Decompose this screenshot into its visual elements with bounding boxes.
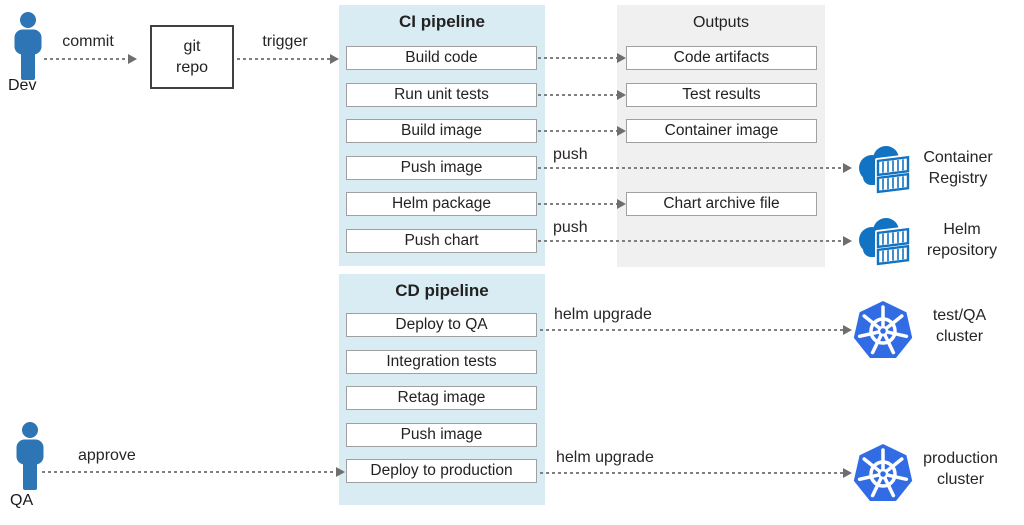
approve-arrow bbox=[42, 467, 345, 477]
helm-upgrade-qa-label: helm upgrade bbox=[554, 306, 652, 323]
arrow-build-code-to-artifacts bbox=[538, 53, 626, 63]
production-cluster-icon bbox=[853, 444, 913, 501]
production-cluster-label: production cluster bbox=[908, 448, 1013, 490]
arrow-push-image-to-registry bbox=[538, 163, 852, 173]
helm-repository-label-line2: repository bbox=[926, 242, 998, 259]
cd-step-push-image: Push image bbox=[346, 423, 537, 447]
ci-pipeline-title: CI pipeline bbox=[399, 12, 485, 31]
commit-arrow bbox=[44, 54, 137, 64]
helm-upgrade-prod-label: helm upgrade bbox=[556, 449, 654, 466]
cd-step-deploy-to-production: Deploy to production bbox=[346, 459, 537, 483]
test-qa-cluster-icon bbox=[853, 301, 913, 358]
dev-person-icon bbox=[14, 12, 42, 80]
push-image-arrow-label: push bbox=[553, 146, 588, 163]
trigger-arrow bbox=[237, 54, 339, 64]
production-cluster-label-line2: cluster bbox=[936, 471, 985, 488]
arrow-helm-package-to-chart-archive bbox=[538, 199, 626, 209]
cd-step-retag-image: Retag image bbox=[346, 386, 537, 410]
test-qa-cluster-label-line1: test/QA bbox=[932, 307, 987, 324]
arrow-build-image-to-container-image bbox=[538, 126, 626, 136]
trigger-arrow-label: trigger bbox=[262, 33, 308, 50]
cd-step-deploy-to-qa: Deploy to QA bbox=[346, 313, 537, 337]
outputs-title: Outputs bbox=[692, 14, 750, 31]
commit-arrow-label: commit bbox=[62, 33, 114, 50]
git-repo-line1: git bbox=[183, 38, 201, 55]
output-container-image: Container image bbox=[626, 119, 817, 143]
container-registry-label-line1: Container bbox=[923, 149, 993, 166]
cd-pipeline-title: CD pipeline bbox=[395, 281, 489, 300]
ci-step-push-image: Push image bbox=[346, 156, 537, 180]
container-registry-label: Container Registry bbox=[908, 147, 1008, 189]
qa-person-icon bbox=[16, 422, 44, 490]
test-qa-cluster-label: test/QA cluster bbox=[912, 305, 1007, 347]
cd-step-integration-tests: Integration tests bbox=[346, 350, 537, 374]
production-cluster-label-line1: production bbox=[923, 450, 998, 467]
push-chart-arrow-label: push bbox=[553, 219, 588, 236]
ci-step-run-unit-tests: Run unit tests bbox=[346, 83, 537, 107]
container-registry-label-line2: Registry bbox=[928, 170, 988, 187]
output-code-artifacts: Code artifacts bbox=[626, 46, 817, 70]
arrow-deploy-qa-to-cluster bbox=[540, 325, 852, 335]
arrow-tests-to-results bbox=[538, 90, 626, 100]
helm-repository-label-line1: Helm bbox=[943, 221, 981, 238]
qa-label: QA bbox=[10, 492, 34, 509]
approve-arrow-label: approve bbox=[78, 447, 136, 464]
dev-label: Dev bbox=[8, 77, 37, 94]
ci-step-push-chart: Push chart bbox=[346, 229, 537, 253]
ci-step-build-code: Build code bbox=[346, 46, 537, 70]
helm-repository-icon bbox=[859, 218, 911, 269]
container-registry-icon bbox=[859, 146, 911, 197]
test-qa-cluster-label-line2: cluster bbox=[935, 328, 984, 345]
git-repo-line2: repo bbox=[175, 59, 209, 76]
output-chart-archive-file: Chart archive file bbox=[626, 192, 817, 216]
arrow-push-chart-to-helm-repo bbox=[538, 236, 852, 246]
output-test-results: Test results bbox=[626, 83, 817, 107]
arrow-deploy-prod-to-cluster bbox=[540, 468, 852, 478]
git-repo-box: git repo bbox=[150, 25, 234, 89]
ci-step-build-image: Build image bbox=[346, 119, 537, 143]
ci-step-helm-package: Helm package bbox=[346, 192, 537, 216]
helm-repository-label: Helm repository bbox=[908, 219, 1016, 261]
